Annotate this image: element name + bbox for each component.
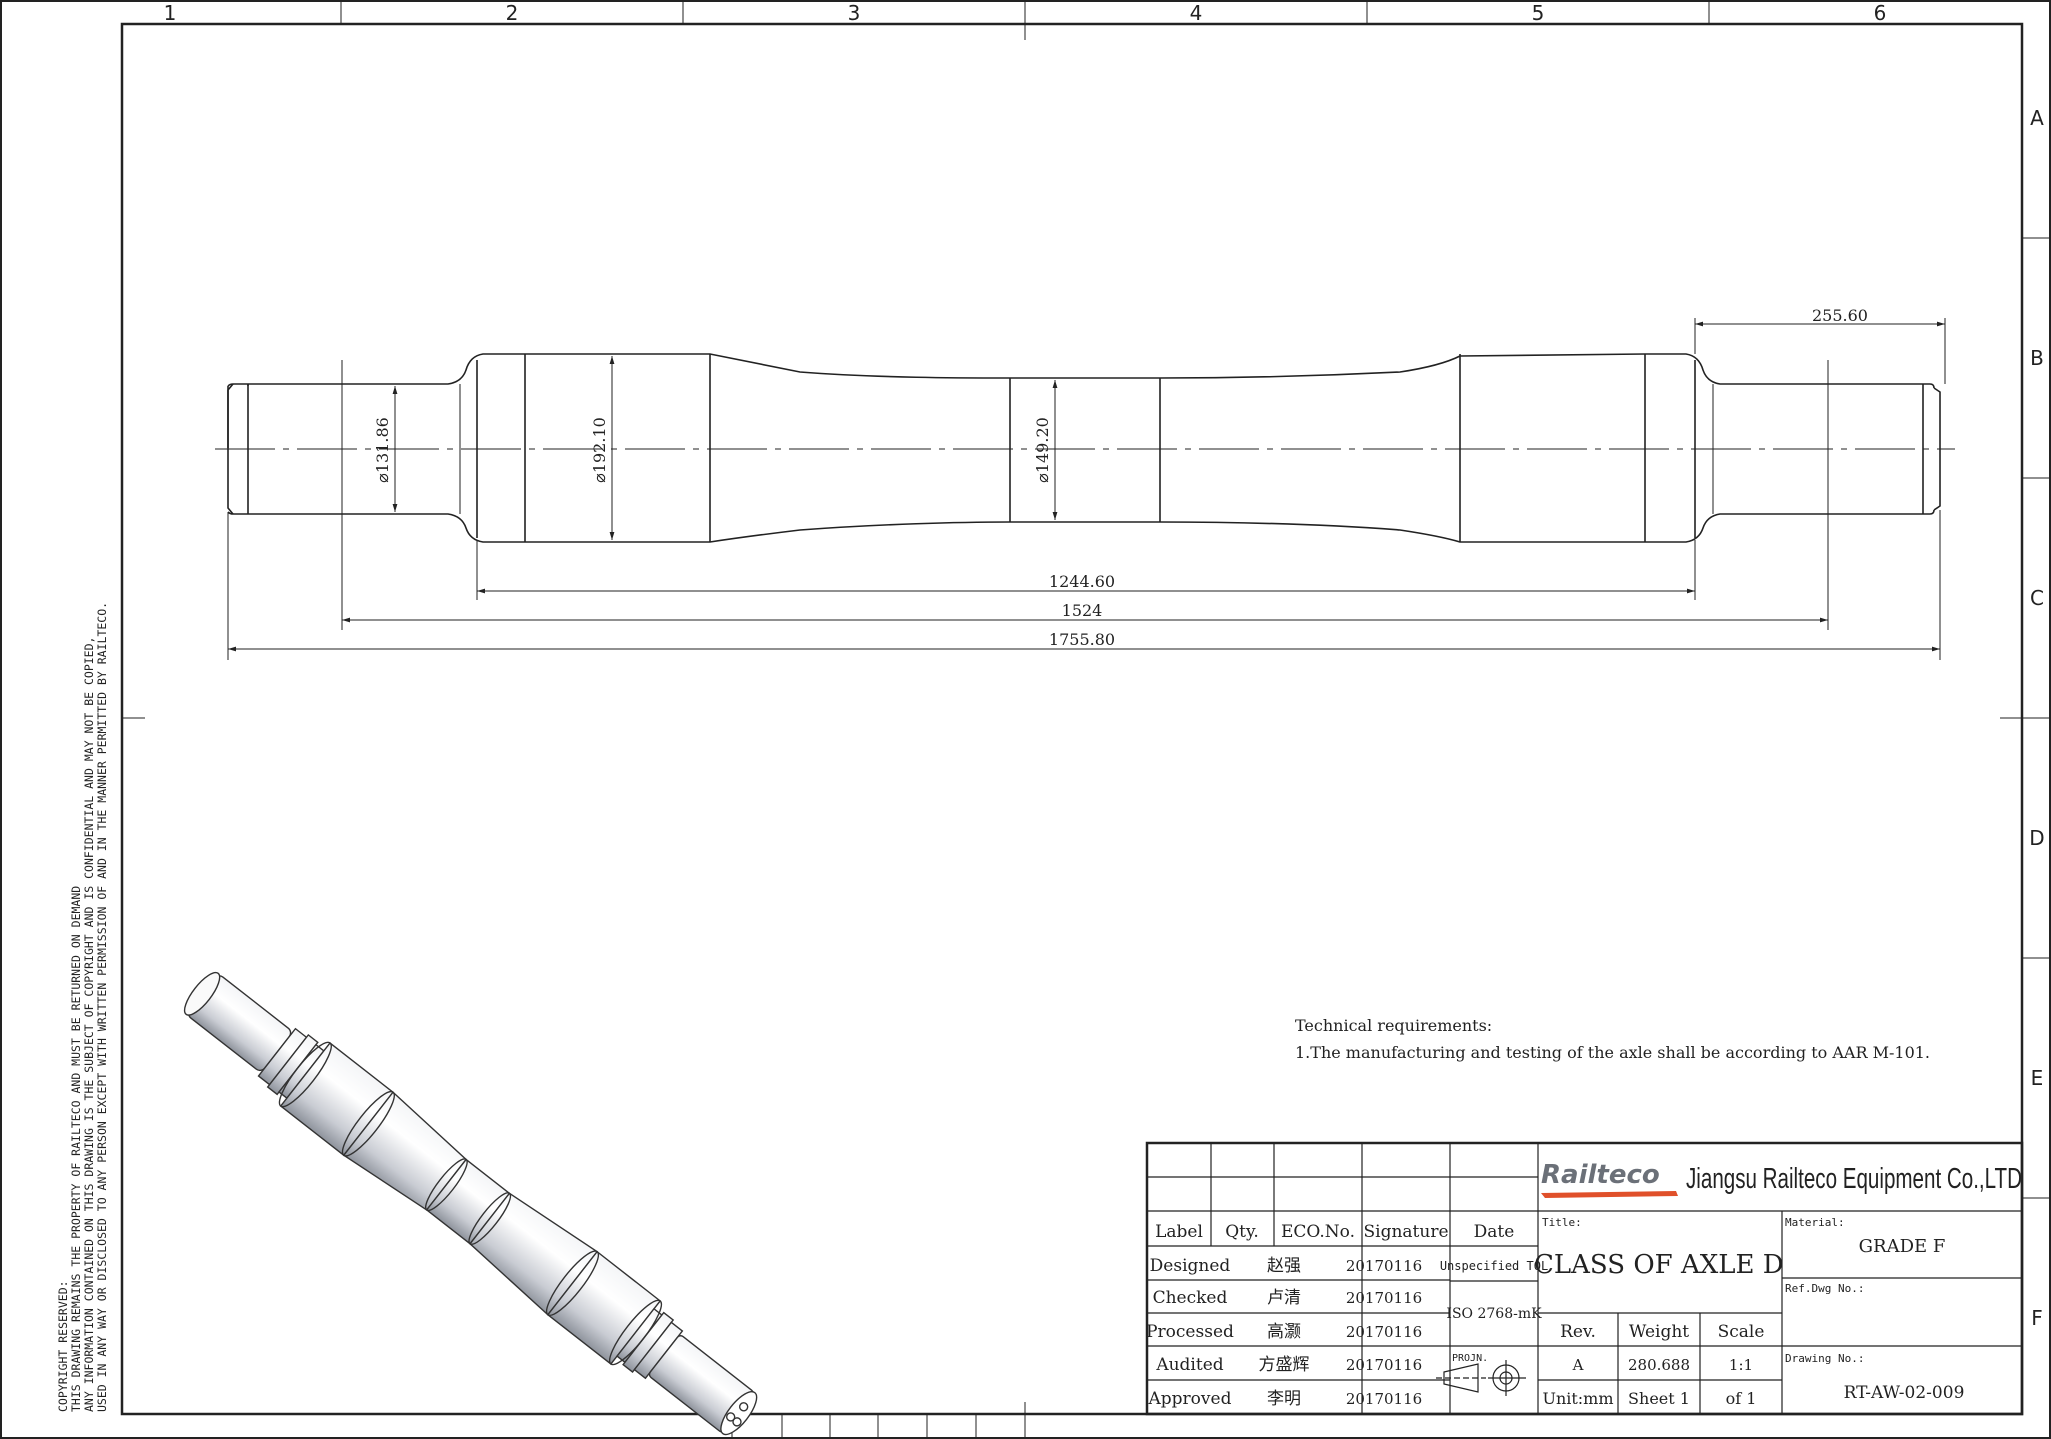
scale-label: Scale [1718, 1322, 1765, 1342]
zone-row-a: A [2030, 106, 2044, 130]
axle-outline-top [227, 353, 1935, 448]
row-checked-role: Checked [1153, 1288, 1228, 1308]
company-name: Jiangsu Railteco Equipment Co.,LTD [1686, 1163, 2022, 1195]
zone-col-1: 1 [164, 1, 177, 25]
header-eco: ECO.No. [1281, 1222, 1355, 1242]
axle-outline-bottom [227, 509, 1935, 543]
header-qty: Qty. [1225, 1222, 1259, 1242]
row-processed-role: Processed [1146, 1322, 1234, 1342]
row-audited-role: Audited [1155, 1355, 1223, 1375]
zone-col-6: 6 [1874, 1, 1887, 25]
projection-label: PROJN. [1452, 1353, 1488, 1364]
zone-row-labels: A B C D E F [2029, 106, 2044, 1330]
zone-row-c: C [2030, 586, 2044, 610]
zone-col-5: 5 [1532, 1, 1545, 25]
row-processed-name: 高灏 [1267, 1322, 1301, 1342]
dim-wheelseat-diameter: ⌀192.10 [590, 417, 609, 483]
zone-col-3: 3 [848, 1, 861, 25]
row-checked-name: 卢清 [1267, 1288, 1301, 1308]
header-date: Date [1474, 1222, 1515, 1242]
dim-center-diameter: ⌀149.20 [1033, 417, 1052, 483]
length-dimensions [228, 321, 1945, 652]
row-audited-name: 方盛辉 [1259, 1355, 1310, 1375]
zone-col-4: 4 [1190, 1, 1203, 25]
row-processed-date: 20170116 [1346, 1323, 1422, 1341]
dim-wheelseat-span: 1244.60 [1049, 572, 1115, 591]
zone-column-labels: 1 2 3 4 5 6 [164, 1, 1887, 25]
sheet-total: of 1 [1726, 1389, 1757, 1408]
sheet-value: Sheet 1 [1628, 1389, 1690, 1408]
extension-lines [227, 318, 1946, 660]
row-designed-name: 赵强 [1267, 1256, 1301, 1276]
copyright-line-2: THIS DRAWING REMAINS THE PROPERTY OF RAI… [69, 886, 83, 1412]
zone-row-d: D [2029, 826, 2044, 850]
rev-value: A [1572, 1356, 1584, 1374]
zone-row-e: E [2031, 1066, 2044, 1090]
svg-text:Railteco: Railteco [1541, 1160, 1660, 1190]
rev-label: Rev. [1560, 1322, 1596, 1342]
projection-symbol-icon [1436, 1360, 1526, 1396]
row-designed-role: Designed [1150, 1256, 1231, 1276]
tech-requirement-1: 1.The manufacturing and testing of the a… [1295, 1043, 1930, 1062]
unit-value: Unit:mm [1542, 1389, 1613, 1408]
scale-value: 1:1 [1729, 1356, 1753, 1374]
header-signature: Signature [1363, 1222, 1448, 1242]
weight-label: Weight [1629, 1322, 1689, 1342]
zone-row-f: F [2031, 1306, 2043, 1330]
tech-requirements-heading: Technical requirements: [1295, 1016, 1492, 1035]
row-audited-date: 20170116 [1346, 1356, 1422, 1374]
copyright-line-1: COPYRIGHT RESERVED: [56, 1280, 70, 1412]
railteco-logo: Railteco [1541, 1160, 1678, 1198]
zone-row-b: B [2030, 346, 2044, 370]
row-approved-name: 李明 [1267, 1389, 1301, 1409]
drawing-no-label: Drawing No.: [1785, 1352, 1864, 1365]
diameter-dimensions [392, 356, 1058, 540]
title-block [1145, 1141, 2024, 1416]
dim-journal-diameter: ⌀131.86 [373, 417, 392, 483]
unspecified-tolerance: Unspecified TOL [1440, 1259, 1548, 1273]
dim-journal-span: 1524 [1062, 601, 1103, 620]
title-label: Title: [1542, 1216, 1582, 1229]
copyright-line-4: USED IN ANY WAY OR DISCLOSED TO ANY PERS… [95, 602, 109, 1412]
isometric-axle-view [183, 971, 758, 1436]
axle-elevation [227, 353, 1941, 543]
drawing-title: CLASS OF AXLE D [1534, 1250, 1784, 1280]
row-approved-date: 20170116 [1346, 1390, 1422, 1408]
weight-value: 280.688 [1628, 1356, 1690, 1374]
copyright-notice: COPYRIGHT RESERVED: THIS DRAWING REMAINS… [56, 602, 109, 1412]
copyright-line-3: ANY INFORMATION CONTAINED ON THIS DRAWIN… [82, 637, 96, 1412]
row-designed-date: 20170116 [1346, 1257, 1422, 1275]
ref-dwg-label: Ref.Dwg No.: [1785, 1282, 1864, 1295]
iso-standard: ISO 2768-mK [1446, 1306, 1542, 1322]
dim-overall-length: 1755.80 [1049, 630, 1115, 649]
dim-end-length: 255.60 [1812, 306, 1868, 325]
header-label: Label [1155, 1222, 1203, 1242]
zone-col-2: 2 [506, 1, 519, 25]
drawing-number: RT-AW-02-009 [1844, 1383, 1965, 1403]
row-checked-date: 20170116 [1346, 1289, 1422, 1307]
material-label: Material: [1785, 1216, 1845, 1229]
row-approved-role: Approved [1148, 1389, 1232, 1409]
material-value: GRADE F [1859, 1236, 1946, 1257]
